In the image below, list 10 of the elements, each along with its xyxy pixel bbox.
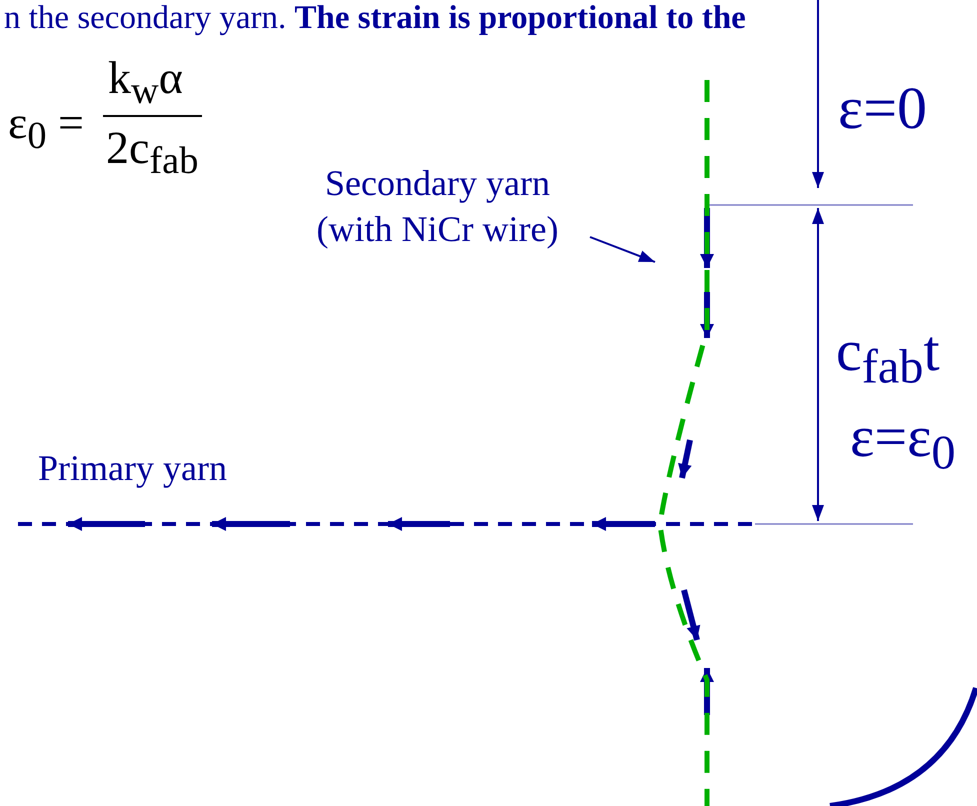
yarn-label: Secondary yarn (with NiCr wire)	[300, 160, 575, 252]
yarn-label: Primary yarn	[38, 450, 227, 486]
strain-text: ε=ε$_{0}$	[850, 408, 956, 478]
dimension-text: c$_{fab}$t	[836, 322, 940, 392]
body-text: n the secondary yarn. The strain is proportional to the	[4, 2, 746, 35]
equation-numerator: k$_{w}$α	[108, 55, 183, 111]
equation-denominator: 2c$_{fab}$	[106, 125, 198, 181]
strain-text: ε=0	[838, 78, 928, 138]
leader-line	[590, 236, 656, 263]
equation-text: ε$_{0}$ =	[8, 100, 84, 156]
